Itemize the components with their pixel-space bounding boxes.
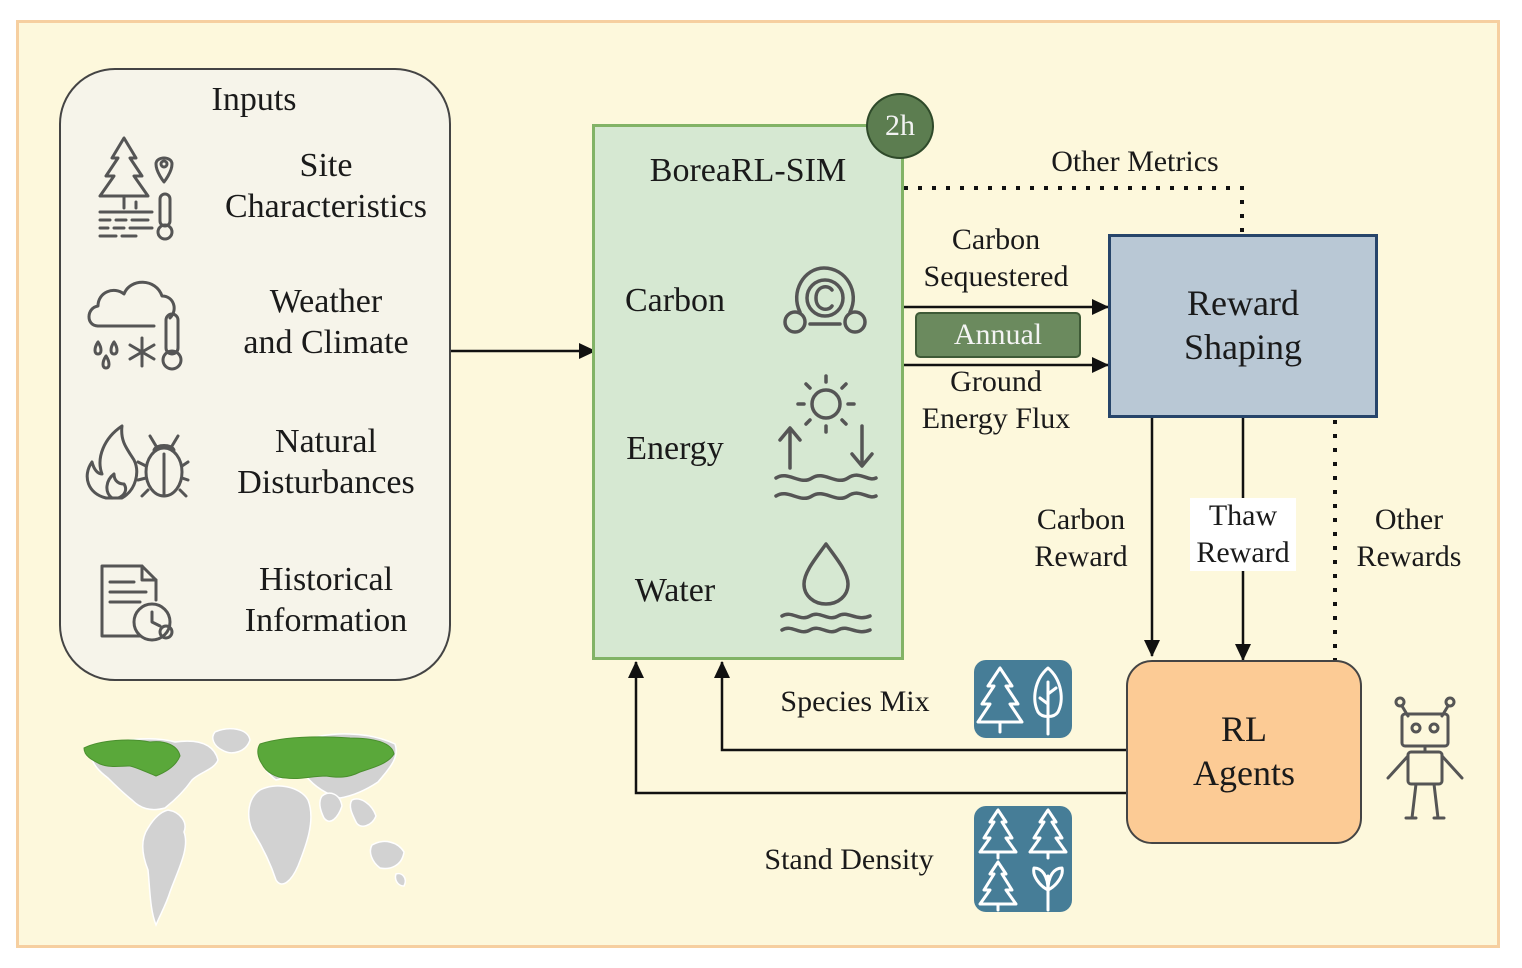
- boreal-zone: [83, 736, 395, 780]
- natural-disturbances-label: Natural Disturbances: [237, 423, 415, 502]
- sim-row-carbon: Carbon: [624, 282, 726, 319]
- rl-agents-box: [1126, 660, 1362, 844]
- annual-tag: Annual: [915, 312, 1081, 358]
- ground-energy-flux-label: Ground Energy Flux: [921, 365, 1071, 435]
- reward-shaping-label: Reward Shaping: [1183, 283, 1302, 367]
- sim-title: BoreaRL-SIM: [649, 152, 847, 189]
- conifer-broadleaf-icon: [976, 666, 1063, 736]
- document-clock-icon: [100, 564, 174, 642]
- sun-water-exchange-icon: [774, 374, 878, 500]
- other-rewards-label: Other Rewards: [1356, 503, 1462, 573]
- carbon-sequestered-label: Carbon Sequestered: [923, 223, 1069, 293]
- species-mix-arrow: [714, 661, 1126, 752]
- sim-row-water: Water: [634, 572, 716, 609]
- thaw-reward-label: Thaw Reward: [1190, 498, 1296, 572]
- other-metrics-label: Other Metrics: [1051, 145, 1219, 178]
- species-mix-tile: [974, 660, 1072, 738]
- carbon-reward-label: Carbon Reward: [1034, 503, 1128, 573]
- rl-agents-label: RL Agents: [1193, 709, 1295, 793]
- trees-sapling-icon: [978, 808, 1068, 912]
- inputs-title: Inputs: [211, 81, 297, 118]
- carbon-cycle-icon: [783, 266, 867, 334]
- inputs-panel: [59, 68, 451, 681]
- site-characteristics-label: Site Characteristics: [224, 147, 428, 226]
- weather-climate-label: Weather and Climate: [243, 283, 409, 362]
- time-step-badge: 2h: [866, 93, 934, 159]
- sim-row-energy: Energy: [626, 430, 724, 467]
- stand-density-arrow: [628, 661, 1126, 795]
- robot-icon: [1386, 696, 1464, 820]
- historical-information-label: Historical Information: [244, 561, 408, 640]
- other-metrics-line: [904, 186, 1244, 234]
- species-mix-label: Species Mix: [780, 685, 930, 718]
- cloud-snow-thermometer-icon: [87, 280, 183, 371]
- stand-density-label: Stand Density: [764, 843, 934, 876]
- reward-shaping-box: [1108, 234, 1378, 418]
- borearl-sim-box: [592, 124, 904, 660]
- water-drop-icon: [780, 542, 872, 634]
- stand-density-tile: [974, 806, 1072, 912]
- forest-site-icon: [98, 136, 174, 241]
- fire-bug-icon: [85, 424, 190, 500]
